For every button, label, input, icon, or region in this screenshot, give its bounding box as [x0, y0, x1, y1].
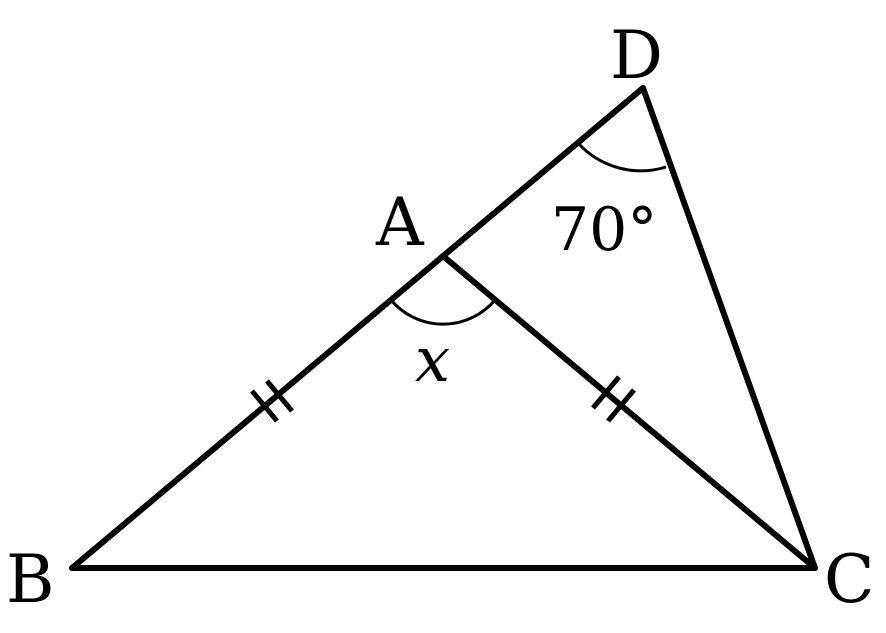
- angle-arc-A: [389, 299, 497, 326]
- tick-marks-AB: [250, 379, 294, 423]
- point-label-C: C: [824, 541, 875, 618]
- tick-marks-AC: [591, 375, 636, 423]
- angle-label-A: x: [415, 323, 450, 396]
- segment-AC: [440, 253, 818, 571]
- segment-DC: [640, 85, 818, 571]
- angle-arc-D: [576, 141, 667, 173]
- point-label-D: D: [610, 17, 663, 94]
- point-label-B: B: [6, 541, 55, 618]
- segment-BD: [69, 85, 646, 571]
- point-label-A: A: [375, 184, 425, 261]
- angle-label-D: 70°: [551, 195, 657, 265]
